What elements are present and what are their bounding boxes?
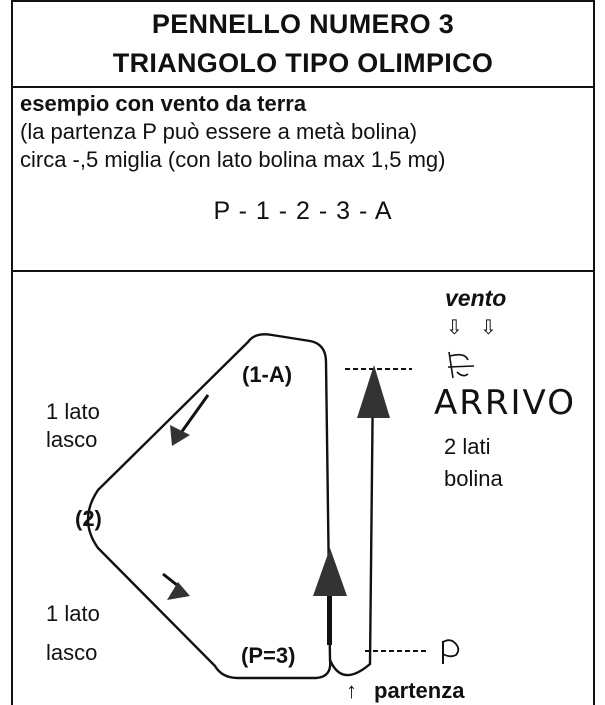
- reach-arrow-upper-head: [170, 425, 190, 446]
- course-sequence: P - 1 - 2 - 3 - A: [213, 197, 393, 225]
- page-frame: [11, 0, 595, 705]
- course-outline: [86, 333, 332, 680]
- description-line-2: circa -,5 miglia (con lato bolina max 1,…: [20, 147, 446, 172]
- subtitle: esempio con vento da terra: [20, 91, 307, 116]
- reach-arrow-upper: [176, 394, 210, 438]
- divider-title: [11, 86, 595, 88]
- upwind-arrow-head: [313, 548, 347, 596]
- mark-p3: (P=3): [241, 643, 296, 668]
- reach-arrow-lower-head: [167, 582, 190, 600]
- arrival-arrow-head: [357, 365, 390, 418]
- lower-reach-label-1: 1 lato: [46, 601, 100, 626]
- lower-reach-label-2: lasco: [46, 640, 98, 665]
- title-line-2: TRIANGOLO TIPO OLIMPICO: [112, 48, 494, 78]
- mark-2: (2): [75, 506, 102, 531]
- upwind-label-1: 2 lati: [444, 434, 491, 459]
- finish-flag-icon: [447, 351, 475, 379]
- wind-label: vento: [445, 285, 507, 311]
- start-arrow-icon: ↑: [346, 678, 357, 703]
- divider-top: [11, 0, 595, 2]
- description-line-1: (la partenza P può essere a metà bolina): [20, 119, 418, 144]
- wind-arrow-icon: ⇩: [480, 317, 497, 339]
- upwind-label-2: bolina: [444, 466, 503, 491]
- mark-1a: (1-A): [242, 362, 293, 387]
- upper-reach-label-2: lasco: [46, 427, 98, 452]
- title-line-1: PENNELLO NUMERO 3: [151, 9, 455, 39]
- wind-arrow-icon: ⇩: [446, 317, 463, 339]
- divider-info: [11, 270, 595, 272]
- arrival-label: ARRIVO: [434, 383, 576, 423]
- start-flag-icon: [442, 639, 460, 664]
- start-label: partenza: [374, 678, 465, 703]
- upwind-arrow-shaft: [327, 590, 332, 645]
- finish-leg: [328, 374, 375, 677]
- upper-reach-label-1: 1 lato: [46, 399, 100, 424]
